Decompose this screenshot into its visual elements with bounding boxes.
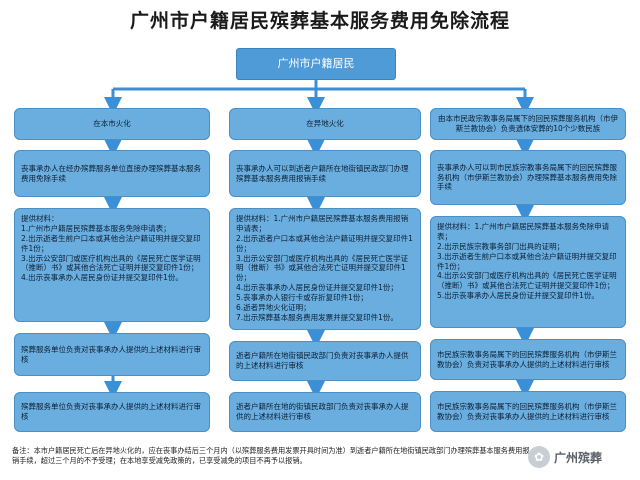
c2-material-line: 5.丧事承办人银行卡或存折复印件1份； — [236, 293, 368, 303]
c1-step-4: 殡葬服务单位负责对丧事承办人提供的上述材料进行审核 — [14, 392, 210, 432]
root-node: 广州市户籍居民 — [236, 48, 396, 80]
c2-step-4: 逝者户籍所在地的街镇民政部门负责对丧事承办人提供的上述材料进行审核 — [229, 392, 421, 432]
c3-step-1: 丧事承办人可以到市民族宗教事务局属下的回民殡葬服务机构（市伊斯兰教协会）办理殡葬… — [430, 150, 626, 205]
c1-step-1-text: 丧事承办人在经办殡葬服务单位直接办理殡葬基本服务费用免除手续 — [21, 163, 201, 183]
c3-material-line: 2.出示民族宗教事务部门出具的证明； — [437, 241, 565, 251]
c1-material-line: 1.广州市户籍居民殡葬基本服务免除申请表； — [21, 223, 171, 233]
c2-step-1-text: 丧事承办人可以到逝者户籍所在地街镇民政部门办理殡葬基本服务费用报销手续 — [236, 163, 409, 183]
c3-material-line: 3.出示逝者生前户口本或其他合法户籍证明并提交复印件1份； — [437, 251, 617, 271]
branch-2: 在异地火化 — [229, 108, 421, 140]
branch-1: 在本市火化 — [14, 108, 210, 140]
c3-material-line: 4.出示公安部门或医疗机构出具的《居民死亡医学证明（推断）书》或其他合法死亡证明… — [437, 271, 617, 291]
c1-material-line: 2.出示逝者生前户口本或其他合法户籍证明并提交复印件1份； — [21, 233, 201, 253]
c3-material-line: 提供材料：1.广州市户籍居民殡葬基本服务免除申请表； — [437, 222, 610, 241]
c1-step-3-text: 殡葬服务单位负责对丧事承办人提供的上述材料进行审核 — [21, 344, 201, 364]
c1-material-line: 3.出示公安部门或医疗机构出具的《居民死亡医学证明（推断）书》或其他合法死亡证明… — [21, 253, 201, 273]
c2-step-4-text: 逝者户籍所在地的街镇民政部门负责对丧事承办人提供的上述材料进行审核 — [236, 402, 409, 421]
c1-material-line: 4.出示丧事承办人居民身份证并提交复印件1份。 — [21, 273, 183, 283]
wechat-logo-icon: ✿ — [528, 446, 550, 468]
c1-materials: 提供材料： 1.广州市户籍居民殡葬基本服务免除申请表； 2.出示逝者生前户口本或… — [14, 208, 210, 322]
watermark: ✿ 广州殡葬 — [528, 442, 634, 472]
c3-step-3: 市民族宗教事务局属下的回民殡葬服务机构（市伊斯兰教协会）负责对丧事承办人提供的上… — [430, 339, 626, 380]
c2-material-line: 3.出示公安部门或医疗机构出具的《居民死亡医学证明（推断）书》或其他合法死亡证明… — [236, 253, 409, 283]
c3-step-4: 市民族宗教事务局属下的回民殡葬服务机构（市伊斯兰教协会）负责对丧事承办人提供的上… — [430, 391, 626, 432]
c1-step-3: 殡葬服务单位负责对丧事承办人提供的上述材料进行审核 — [14, 333, 210, 376]
watermark-text: 广州殡葬 — [554, 450, 603, 465]
c3-step-4-text: 市民族宗教事务局属下的回民殡葬服务机构（市伊斯兰教协会）负责对丧事承办人提供的上… — [437, 401, 617, 421]
root-label: 广州市户籍居民 — [277, 56, 355, 70]
footer-note: 备注：本市户籍居民死亡后在异地火化的，应在丧事办结后三个月内（以殡葬服务费用发票… — [12, 446, 530, 466]
c1-material-line: 提供材料： — [21, 214, 59, 223]
c3-step-3-text: 市民族宗教事务局属下的回民殡葬服务机构（市伊斯兰教协会）负责对丧事承办人提供的上… — [437, 349, 617, 369]
c2-material-line: 2.出示逝者户口本或其他合法户籍证明并提交复印件1份； — [236, 233, 413, 253]
c2-step-3: 逝者户籍所在地街镇民政部门负责对丧事承办人提供的上述材料进行审核 — [229, 341, 421, 381]
c1-step-4-text: 殡葬服务单位负责对丧事承办人提供的上述材料进行审核 — [21, 402, 201, 421]
c2-material-line: 提供材料：1.广州市户籍居民殡葬基本服务费用报销申请表； — [236, 214, 409, 233]
c2-step-3-text: 逝者户籍所在地街镇民政部门负责对丧事承办人提供的上述材料进行审核 — [236, 351, 409, 370]
branch-2-label: 在异地火化 — [306, 119, 344, 129]
branch-1-label: 在本市火化 — [93, 119, 131, 129]
branch-3: 由本市民政宗教事务局属下的回民殡葬服务机构（市伊斯兰教协会）负责遗体安葬的10个… — [430, 108, 626, 140]
c2-step-1: 丧事承办人可以到逝者户籍所在地街镇民政部门办理殡葬基本服务费用报销手续 — [229, 150, 421, 197]
branch-3-label: 由本市民政宗教事务局属下的回民殡葬服务机构（市伊斯兰教协会）负责遗体安葬的10个… — [438, 114, 618, 133]
c2-material-line: 4.出示丧事承办人居民身份证并提交复印件1份； — [236, 283, 398, 293]
c2-material-line: 7.出示殡葬基本服务费用发票并提交复印件1份。 — [236, 312, 398, 322]
c1-step-1: 丧事承办人在经办殡葬服务单位直接办理殡葬基本服务费用免除手续 — [14, 150, 210, 197]
c3-material-line: 5.出示丧事承办人居民身份证并提交复印件1份。 — [437, 291, 599, 301]
c2-materials: 提供材料：1.广州市户籍居民殡葬基本服务费用报销申请表； 2.出示逝者户口本或其… — [229, 208, 421, 330]
c3-materials: 提供材料：1.广州市户籍居民殡葬基本服务免除申请表； 2.出示民族宗教事务部门出… — [430, 216, 626, 328]
c2-material-line: 6.逝者异地火化证明； — [236, 303, 311, 313]
c3-step-1-text: 丧事承办人可以到市民族宗教事务局属下的回民殡葬服务机构（市伊斯兰教协会）办理殡葬… — [437, 162, 617, 192]
page-title: 广州市户籍居民殡葬基本服务费用免除流程 — [129, 10, 510, 32]
